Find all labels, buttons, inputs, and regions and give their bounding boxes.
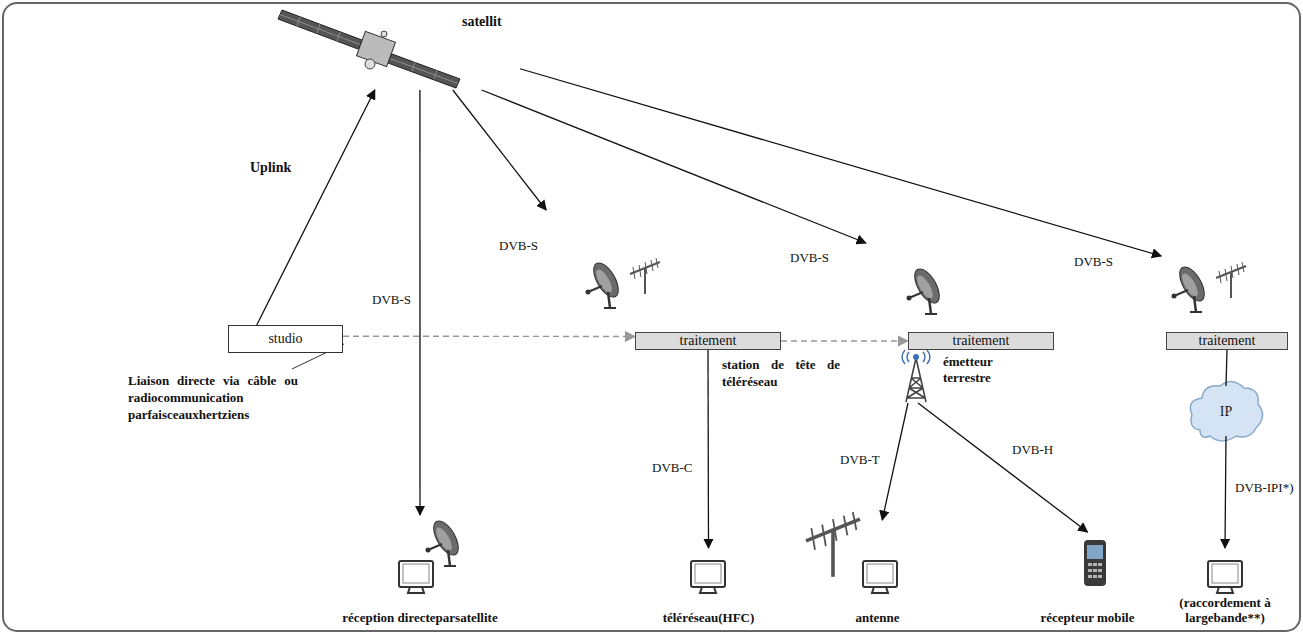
- satellite: satellit: [280, 5, 520, 90]
- tower-icon: [902, 350, 930, 402]
- edge-label: DVB-S: [370, 292, 413, 307]
- dish-icon: [907, 265, 945, 314]
- edge-label: DVB-S: [497, 238, 540, 253]
- antenna-icon: [806, 512, 860, 577]
- processing-shape: traitement: [1166, 332, 1288, 350]
- node-label: réception directeparsatellite: [330, 610, 510, 625]
- edge-label: DVB-H: [1010, 442, 1055, 457]
- processing-box: traitement: [860, 243, 1057, 350]
- node-label: traitement: [953, 333, 1010, 349]
- signal-arrow: [1226, 350, 1227, 386]
- transmitter: émetteur terrestre: [893, 348, 1018, 403]
- node-label: antenne: [830, 610, 925, 625]
- headend-note: station de tête de téléréseau: [722, 356, 840, 390]
- antenna-icon: [630, 258, 660, 294]
- node-label: traitement: [680, 333, 737, 349]
- studio-box: studio: [228, 325, 343, 353]
- edge-label: DVB-C: [650, 460, 694, 475]
- satellite-icon: [278, 10, 460, 88]
- dish-icon: [586, 259, 624, 308]
- edge-label: Uplink: [248, 160, 293, 175]
- node-label: IP: [1195, 386, 1257, 436]
- phone-icon: [1084, 540, 1106, 586]
- edge-label: DVB-IPI*): [1233, 480, 1296, 495]
- signal-arrow: [707, 350, 709, 548]
- node-label: satellit: [462, 13, 502, 30]
- receiver: téléréseau(HFC): [646, 548, 771, 625]
- antenna-icon: [1216, 262, 1246, 298]
- tv-icon: [691, 561, 725, 593]
- dashed-link: [781, 340, 908, 341]
- processing-shape: traitement: [908, 332, 1054, 350]
- processing-box: traitement: [540, 210, 785, 350]
- ip-cloud: IP: [1195, 386, 1257, 436]
- tv-icon: [1208, 561, 1242, 593]
- node-label: émetteur terrestre: [943, 354, 1015, 386]
- signal-arrow: [918, 403, 1088, 532]
- edge-label: DVB-S: [1072, 254, 1115, 269]
- receiver: récepteur mobile: [1040, 532, 1135, 625]
- signal-arrow: [882, 403, 908, 520]
- processing-box: traitement: [1158, 256, 1288, 350]
- signal-arrow: [257, 90, 375, 325]
- edge-label: DVB-T: [838, 452, 882, 467]
- signal-arrow: [520, 69, 1161, 256]
- dashed-link: [343, 336, 635, 338]
- tv-icon: [863, 561, 897, 593]
- receiver: réception directeparsatellite: [330, 515, 510, 625]
- processing-shape: traitement: [635, 332, 781, 350]
- signal-arrow: [453, 90, 546, 210]
- signal-arrow: [1225, 436, 1226, 548]
- dish-icon: [426, 517, 464, 566]
- link-note: Liaison directe via câble ou radiocommun…: [128, 372, 298, 423]
- node-label: téléréseau(HFC): [646, 610, 771, 625]
- node-label: récepteur mobile: [1040, 610, 1135, 625]
- receiver: (raccordement à largebande**): [1155, 548, 1295, 625]
- cloud-icon: [1190, 381, 1262, 441]
- signal-arrow: [419, 90, 420, 515]
- tv-icon: [399, 561, 433, 593]
- node-label: traitement: [1199, 333, 1256, 349]
- edge-label: DVB-S: [788, 250, 831, 265]
- dish-icon: [1172, 263, 1210, 312]
- frame: [3, 3, 1300, 631]
- signal-arrow: [482, 90, 866, 243]
- receiver: antenne: [830, 520, 925, 625]
- node-label: studio: [268, 331, 302, 347]
- node-label: (raccordement à largebande**): [1155, 595, 1295, 625]
